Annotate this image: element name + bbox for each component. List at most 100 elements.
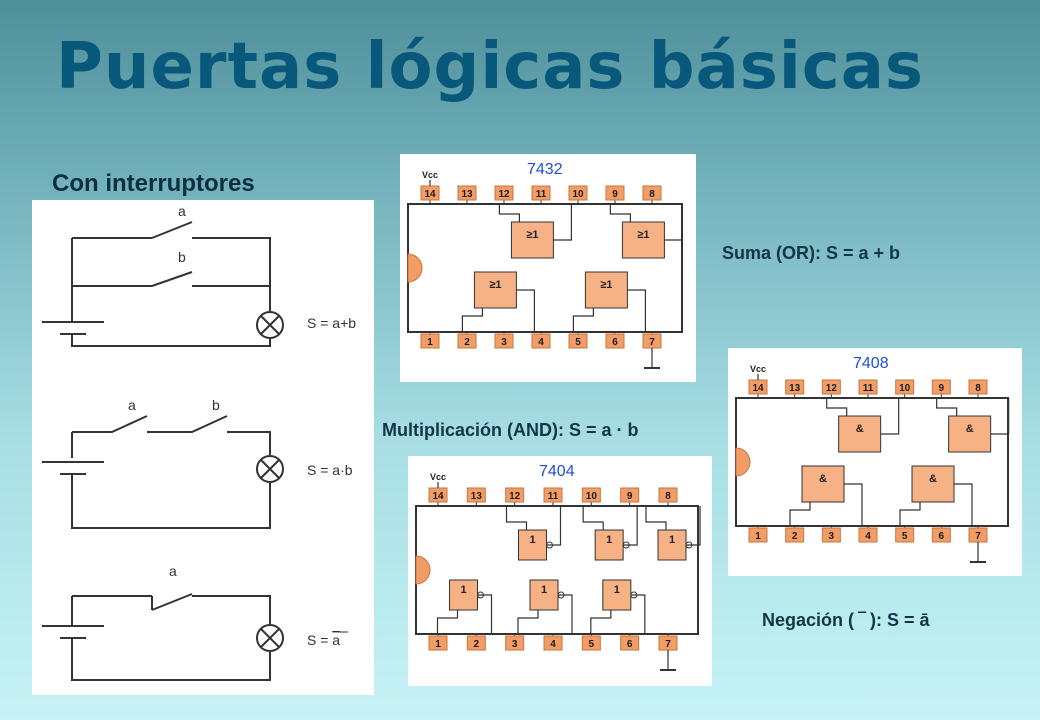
pin-12: 12	[821, 379, 841, 398]
pin-6: 6	[605, 332, 625, 349]
logic-gate: 1	[436, 579, 493, 634]
pin-14: 14	[420, 185, 440, 204]
svg-text:12: 12	[498, 189, 510, 200]
pin-9: 9	[931, 379, 951, 398]
or-switch-b-label: b	[178, 249, 186, 265]
pin-9: 9	[620, 487, 640, 506]
svg-text:&: &	[966, 423, 974, 435]
pin-4: 4	[531, 332, 551, 349]
svg-text:12: 12	[509, 491, 521, 502]
logic-gate: 1	[582, 506, 638, 561]
svg-text:&: &	[929, 473, 937, 485]
chip-number: 7432	[527, 161, 563, 178]
pin-3: 3	[494, 332, 514, 349]
pin-1: 1	[420, 332, 440, 349]
switch-circuits-panel: a b S = a+b a b S = a·b a S = a	[32, 200, 374, 695]
not-switch-a-label: a	[169, 563, 177, 579]
pin-8: 8	[642, 185, 662, 204]
svg-text:6: 6	[612, 337, 618, 348]
svg-text:14: 14	[752, 383, 764, 394]
svg-text:2: 2	[474, 639, 480, 650]
page-title: Puertas lógicas básicas	[56, 30, 924, 104]
or-switch-circuit: a b S = a+b	[42, 203, 356, 347]
svg-text:2: 2	[792, 531, 798, 542]
svg-text:12: 12	[826, 383, 838, 394]
logic-gate: &	[826, 398, 900, 453]
pin-8: 8	[658, 487, 678, 506]
pin-2: 2	[457, 332, 477, 349]
svg-text:1: 1	[669, 534, 675, 546]
pin-3: 3	[821, 526, 841, 543]
svg-text:9: 9	[939, 383, 945, 394]
pin-13: 13	[785, 379, 805, 398]
logic-gate: ≥1	[572, 271, 646, 332]
chip-number: 7408	[853, 355, 889, 372]
pin-1: 1	[428, 634, 448, 651]
svg-text:8: 8	[649, 189, 655, 200]
svg-text:10: 10	[586, 491, 598, 502]
logic-gate: ≥1	[609, 204, 683, 259]
chip-notch	[735, 447, 751, 477]
svg-text:11: 11	[863, 383, 874, 394]
not-label-prefix: Negación (	[762, 610, 860, 630]
vcc-label: Vcc	[430, 472, 446, 482]
not-formula-prefix: S =	[307, 632, 332, 648]
svg-text:&: &	[819, 473, 827, 485]
svg-text:5: 5	[902, 531, 908, 542]
pin-11: 11	[531, 185, 551, 204]
svg-text:13: 13	[471, 491, 483, 502]
logic-gate: &	[789, 465, 863, 526]
pin-13: 13	[466, 487, 486, 506]
svg-text:8: 8	[975, 383, 981, 394]
svg-text:9: 9	[627, 491, 633, 502]
pin-13: 13	[457, 185, 477, 204]
svg-text:1: 1	[614, 584, 620, 596]
pin-14: 14	[748, 379, 768, 398]
svg-text:14: 14	[432, 491, 444, 502]
svg-text:13: 13	[789, 383, 801, 394]
pin-12: 12	[494, 185, 514, 204]
or-switch-a-label: a	[178, 203, 186, 219]
svg-text:10: 10	[572, 189, 584, 200]
not-label: Negación ( ‾ ): S = ā	[762, 610, 930, 631]
chip-notch	[415, 555, 431, 585]
svg-text:1: 1	[529, 534, 535, 546]
svg-text:7: 7	[649, 337, 655, 348]
not-label-bar: ‾	[859, 610, 866, 630]
logic-gate: ≥1	[498, 204, 572, 259]
svg-text:≥1: ≥1	[600, 279, 612, 291]
svg-text:3: 3	[512, 639, 518, 650]
svg-text:&: &	[856, 423, 864, 435]
svg-text:3: 3	[501, 337, 507, 348]
chip-body	[415, 505, 699, 635]
subtitle: Con interruptores	[52, 170, 255, 197]
pin-7: 7	[642, 332, 662, 349]
pin-1: 1	[748, 526, 768, 543]
pin-11: 11	[543, 487, 563, 506]
pin-5: 5	[895, 526, 915, 543]
and-switch-a-label: a	[128, 397, 136, 413]
pin-12: 12	[505, 487, 525, 506]
and-circuit-formula: S = a·b	[307, 462, 353, 478]
svg-text:13: 13	[461, 189, 473, 200]
svg-text:≥1: ≥1	[637, 229, 649, 241]
chip-number: 7404	[539, 463, 575, 480]
not-label-suffix: ): S = ā	[865, 610, 930, 630]
svg-text:7: 7	[975, 531, 981, 542]
chip-notch	[407, 253, 423, 283]
pin-9: 9	[605, 185, 625, 204]
svg-text:14: 14	[424, 189, 436, 200]
svg-text:≥1: ≥1	[489, 279, 501, 291]
logic-gate: 1	[517, 579, 573, 634]
not-switch-circuit: a S = a	[42, 563, 348, 681]
svg-text:4: 4	[538, 337, 544, 348]
svg-text:2: 2	[464, 337, 470, 348]
pin-5: 5	[581, 634, 601, 651]
svg-text:11: 11	[548, 491, 559, 502]
vcc-label: Vcc	[750, 364, 766, 374]
svg-text:1: 1	[427, 337, 433, 348]
not-formula-var: a	[332, 632, 340, 648]
pin-6: 6	[620, 634, 640, 651]
logic-gate: &	[899, 465, 973, 526]
